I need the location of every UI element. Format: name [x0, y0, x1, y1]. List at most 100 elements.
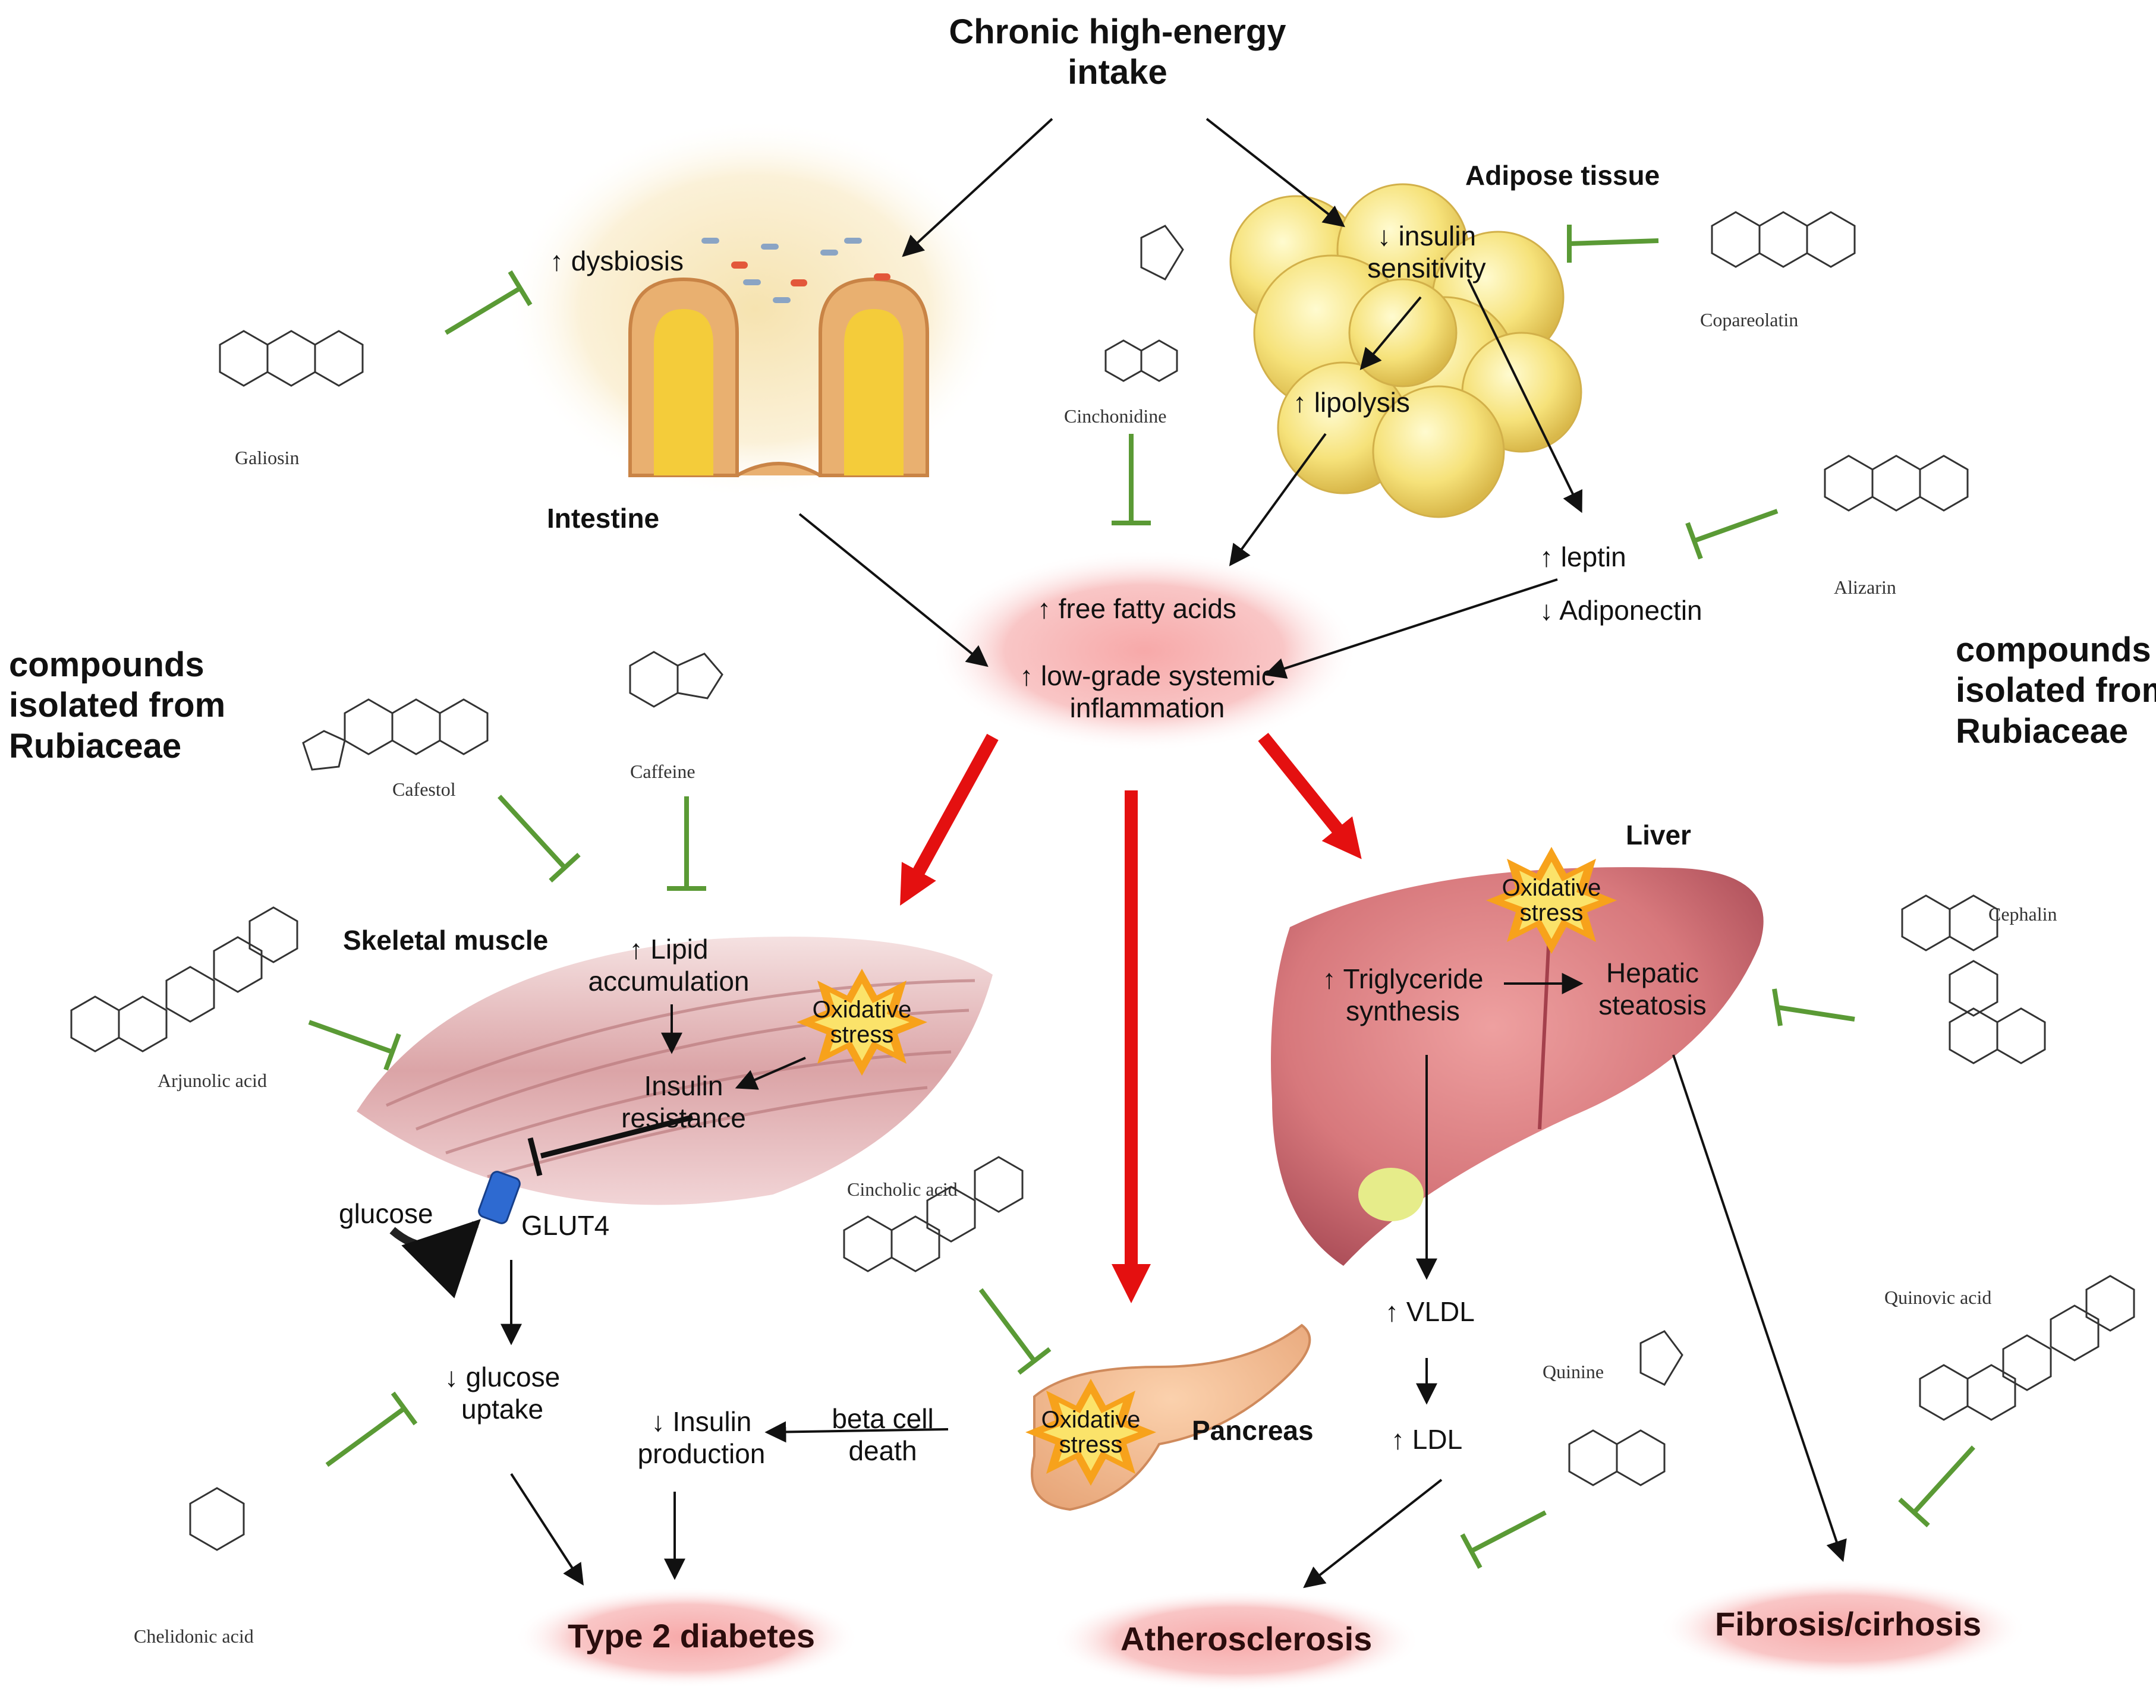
intestine-illustration: [505, 119, 1005, 499]
copareolatin-label: Copareolatin: [1700, 309, 1799, 330]
liver-label: Liver: [1626, 820, 1691, 850]
cinchonidine-structure: [1104, 225, 1184, 382]
oxidative-muscle-line1: Oxidative: [812, 997, 912, 1023]
type2-diabetes-outcome: Type 2 diabetes: [568, 1617, 816, 1655]
inhibit-cafestol: [498, 795, 581, 883]
quinine-structure: [1568, 1330, 1683, 1486]
beta-cell-death-line2: death: [848, 1435, 917, 1467]
leptin-node: ↑ leptin: [1540, 541, 1626, 572]
hepatic-steatosis-line2: steatosis: [1598, 989, 1707, 1021]
chelidonic-acid-structure: [189, 1487, 245, 1551]
oxidative-burst-pancreas: [1025, 1379, 1156, 1486]
oxidative-pancreas-line2: stress: [1059, 1432, 1123, 1458]
adipose-illustration: [1229, 183, 1582, 518]
inhibit-quinine: [1460, 1510, 1547, 1569]
inhibit-alizarin: [1685, 509, 1779, 560]
beta-cell-death-node: beta cell death: [814, 1403, 951, 1467]
cinchonidine-label: Cinchonidine: [1064, 405, 1167, 427]
lipid-accumulation-line2: accumulation: [588, 966, 750, 997]
insulin-sensitivity-line2: sensitivity: [1367, 253, 1486, 284]
lipid-accumulation-line1: ↑ Lipid: [629, 934, 709, 965]
triglyceride-node: ↑ Triglyceride synthesis: [1308, 963, 1498, 1028]
inflammation-line1: ↑ low-grade systemic: [1019, 660, 1275, 691]
insulin-resistance-line2: resistance: [621, 1102, 746, 1134]
glut4-node: GLUT4: [521, 1210, 610, 1241]
dysbiosis-node: ↑ dysbiosis: [550, 245, 684, 276]
insulin-resistance-line1: Insulin: [644, 1070, 723, 1101]
oxidative-pancreas-line1: Oxidative: [1041, 1407, 1141, 1433]
atherosclerosis-outcome: Atherosclerosis: [1121, 1620, 1373, 1657]
galiosin-structure: [219, 330, 364, 387]
left-compounds-label: compounds isolated from Rubiaceae: [9, 645, 225, 767]
oxidative-stress-pancreas: Oxidative stress: [1034, 1407, 1147, 1457]
inhibit-quinovic-acid: [1898, 1445, 1975, 1527]
right-compounds-label: compounds isolated from Rubiaceae: [1956, 630, 2156, 752]
diagram-title: Chronic high-energy intake: [927, 12, 1308, 93]
lipolysis-node: ↑ lipolysis: [1293, 387, 1410, 418]
cincholic-acid-label: Cincholic acid: [847, 1178, 958, 1200]
inhibit-caffeine: [667, 796, 706, 891]
oxidative-burst-liver: [1486, 847, 1617, 954]
inhibit-cephalin: [1772, 988, 1855, 1026]
oxidative-liver-line2: stress: [1519, 900, 1584, 926]
chelidonic-acid-label: Chelidonic acid: [134, 1625, 254, 1647]
left-label-line2: isolated from: [9, 686, 226, 725]
vldl-node: ↑ VLDL: [1385, 1296, 1475, 1327]
insulin-production-line2: production: [637, 1438, 766, 1470]
red-arrows: [900, 733, 1362, 1303]
inhibit-copareolatin: [1567, 225, 1659, 263]
inhibition-lines: [308, 225, 1975, 1569]
inflammation-glow: [930, 550, 1358, 752]
intestine-label: Intestine: [547, 503, 660, 534]
glucose-uptake-line2: uptake: [461, 1394, 544, 1425]
beta-cell-death-line1: beta cell: [832, 1403, 934, 1434]
right-label-line1: compounds: [1956, 631, 2151, 669]
glucose-entry-arrow: [389, 1219, 481, 1299]
insulin-production-node: ↓ Insulin production: [612, 1406, 791, 1470]
insulin-resistance-node: Insulin resistance: [606, 1070, 761, 1135]
oxidative-muscle-line2: stress: [830, 1022, 894, 1048]
left-label-line3: Rubiaceae: [9, 726, 182, 765]
insulin-production-line1: ↓ Insulin: [651, 1406, 752, 1437]
inhibit-galiosin: [444, 270, 533, 335]
arjunolic-acid-label: Arjunolic acid: [158, 1070, 267, 1091]
quinovic-acid-structure: [1919, 1275, 2135, 1421]
caffeine-structure: [629, 651, 723, 708]
right-label-line3: Rubiaceae: [1956, 711, 2129, 751]
oxidative-stress-liver: Oxidative stress: [1495, 875, 1608, 925]
triglyceride-line2: synthesis: [1346, 995, 1460, 1027]
copareolatin-structure: [1711, 211, 1856, 268]
inhibit-cincholic-acid: [978, 1288, 1052, 1375]
adipose-label: Adipose tissue: [1465, 160, 1660, 191]
chemical-structures: [70, 211, 2135, 1551]
title-line1: Chronic high-energy: [949, 12, 1286, 51]
ldl-node: ↑ LDL: [1391, 1424, 1463, 1455]
oxidative-burst-muscle: [797, 969, 927, 1076]
triglyceride-line1: ↑ Triglyceride: [1322, 963, 1484, 994]
ffa-node: ↑ free fatty acids: [1037, 593, 1236, 624]
inhibit-cinchonidine: [1112, 434, 1151, 525]
skeletal-muscle-label: Skeletal muscle: [343, 925, 549, 956]
fibrosis-outcome: Fibrosis/cirhosis: [1715, 1605, 1982, 1643]
alizarin-structure: [1824, 455, 1969, 512]
inhibit-arjunolic-acid: [308, 1020, 401, 1071]
inflammation-node: ↑ low-grade systemic inflammation: [993, 660, 1302, 724]
oxidative-liver-line1: Oxidative: [1502, 875, 1601, 901]
hepatic-steatosis-line1: Hepatic: [1606, 957, 1699, 988]
glut4-transporter: [478, 1171, 521, 1224]
galiosin-label: Galiosin: [235, 447, 300, 468]
t2d-glow: [514, 1587, 859, 1688]
inflammation-line2: inflammation: [1069, 692, 1225, 724]
adiponectin-node: ↓ Adiponectin: [1540, 595, 1702, 626]
cephalin-structure: [1901, 894, 2046, 1064]
quinovic-acid-label: Quinovic acid: [1884, 1287, 1992, 1308]
cincholic-acid-structure: [843, 1156, 1024, 1272]
glucose-uptake-node: ↓ glucose uptake: [419, 1361, 586, 1426]
cephalin-label: Cephalin: [1988, 903, 2057, 925]
insulin-sensitivity-line1: ↓ insulin: [1377, 220, 1477, 251]
fibrosis-glow: [1658, 1578, 2027, 1679]
cafestol-structure: [302, 698, 489, 771]
inhibit-chelidonic-acid: [325, 1391, 418, 1467]
title-line2: intake: [1068, 53, 1167, 92]
